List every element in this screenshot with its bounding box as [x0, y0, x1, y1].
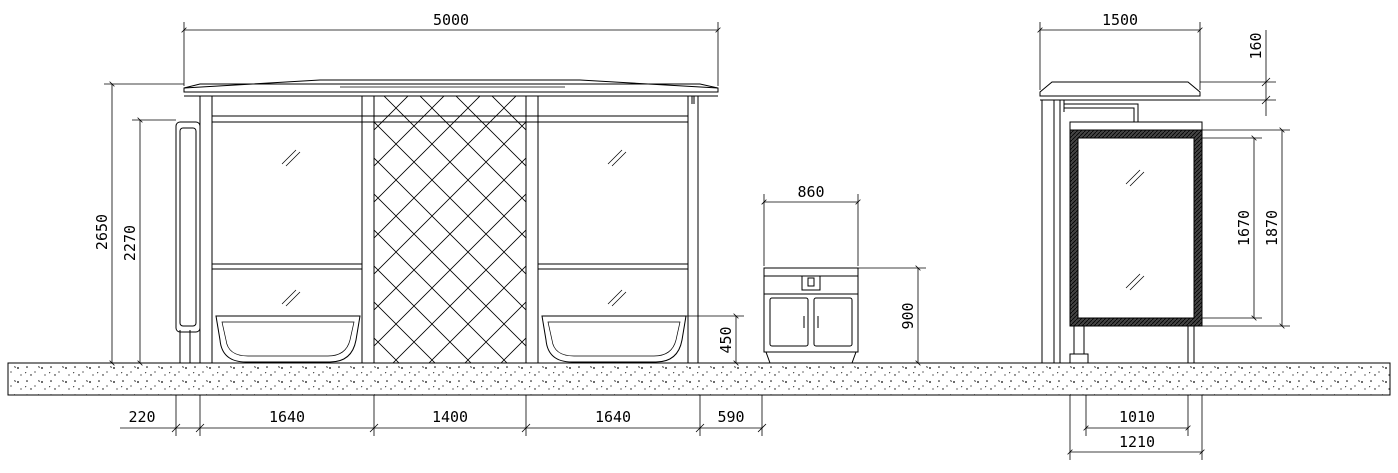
front-dimensions: 5000 2650 2270 450 220 1640 1400 1640 59… [93, 11, 767, 436]
right-post [687, 95, 699, 364]
dim-side-base-inner: 1010 [1119, 408, 1155, 426]
dim-bench-height: 450 [717, 326, 735, 353]
lattice-panel [373, 95, 527, 364]
dim-seg-left-post: 220 [128, 408, 155, 426]
dim-height-total: 2650 [93, 214, 111, 250]
side-ad-panel [175, 121, 201, 333]
dim-overall-width: 5000 [433, 11, 469, 29]
dim-bin-width: 860 [797, 183, 824, 201]
dim-seg-right-gap: 590 [717, 408, 744, 426]
bench-left [215, 315, 361, 363]
bin-dimensions: 860 900 [761, 183, 926, 366]
ground [7, 362, 1391, 396]
glass-panel-left [211, 121, 363, 364]
dim-seg-panel-right: 1640 [595, 408, 631, 426]
roof [183, 83, 719, 93]
dim-side-width: 1500 [1102, 11, 1138, 29]
side-ad-panel-glass [1077, 137, 1195, 319]
dim-bin-height: 900 [899, 302, 917, 329]
dim-seg-center: 1400 [432, 408, 468, 426]
glass-panel-right [537, 121, 689, 364]
dim-side-roof-height: 160 [1247, 32, 1265, 59]
trash-bin [763, 267, 859, 364]
dim-seg-panel-left: 1640 [269, 408, 305, 426]
dim-side-panel-outer: 1870 [1263, 210, 1281, 246]
dim-side-base-outer: 1210 [1119, 433, 1155, 451]
side-view [1039, 81, 1203, 364]
dim-height-frame: 2270 [121, 225, 139, 261]
bench-right [541, 315, 687, 363]
dim-side-panel-inner: 1670 [1235, 210, 1253, 246]
left-post [199, 95, 213, 364]
side-dimensions: 1500 160 1670 1870 1010 1210 [1037, 11, 1290, 460]
side-roof [1039, 81, 1201, 97]
front-view [175, 79, 719, 364]
side-post-left [1041, 99, 1055, 364]
